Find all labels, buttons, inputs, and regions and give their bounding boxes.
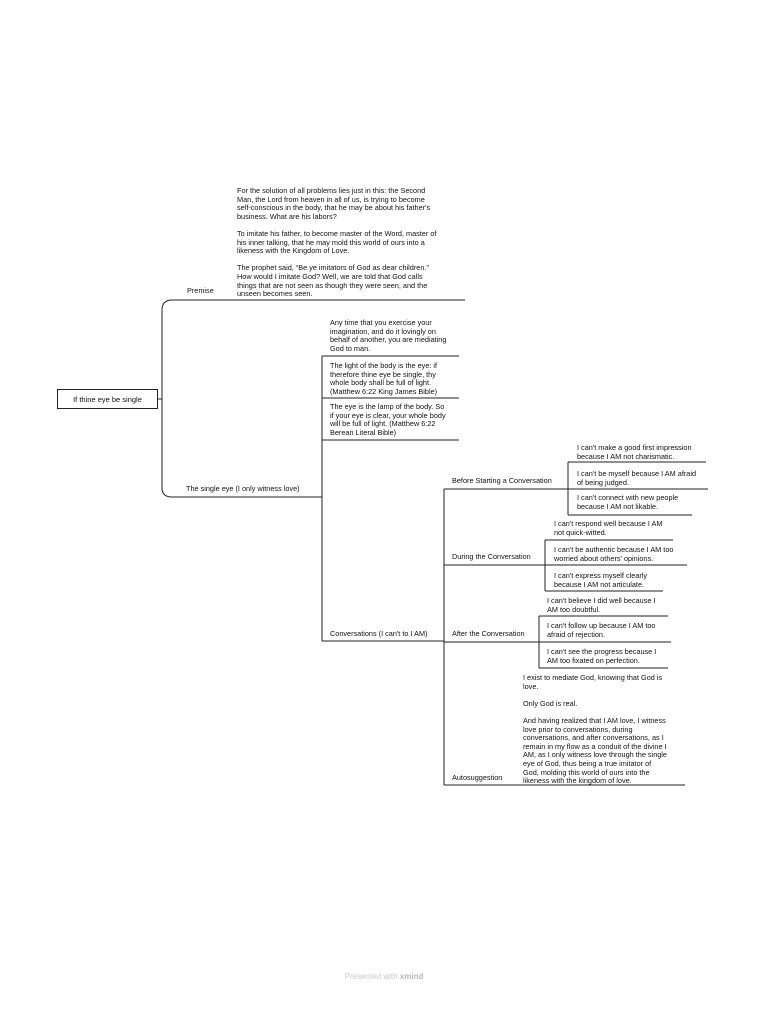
during-item-2[interactable]: I can't be authentic because I AM too wo…	[554, 545, 674, 563]
xmind-logo: xmind	[399, 972, 424, 981]
during-conversation-topic[interactable]: During the Conversation	[452, 552, 531, 561]
single-eye-note-1: Any time that you exercise your imaginat…	[330, 318, 447, 353]
before-conversation-topic[interactable]: Before Starting a Conversation	[452, 476, 552, 485]
after-item-1[interactable]: I can't believe I did well because I AM …	[547, 596, 656, 614]
conversations-topic[interactable]: Conversations (I can't to I AM)	[330, 629, 428, 638]
during-item-3[interactable]: I can't express myself clearly because I…	[554, 571, 648, 589]
autosuggestion-topic[interactable]: Autosuggestion	[452, 773, 503, 782]
presented-with-footer: Presented with xmind	[0, 972, 768, 981]
premise-topic[interactable]: Premise	[187, 286, 214, 295]
during-item-1[interactable]: I can't respond well because I AM not qu…	[554, 519, 663, 537]
before-item-3[interactable]: I can't connect with new people because …	[577, 493, 679, 511]
single-eye-topic[interactable]: The single eye (I only witness love)	[186, 484, 300, 493]
before-item-1[interactable]: I can't make a good first impression bec…	[577, 443, 692, 461]
autosuggestion-note: I exist to mediate God, knowing that God…	[523, 673, 667, 786]
before-item-2[interactable]: I can't be myself because I AM afraid of…	[577, 469, 697, 487]
root-topic[interactable]: If thine eye be single	[57, 389, 158, 409]
premise-note: For the solution of all problems lies ju…	[237, 186, 437, 299]
footer-prefix: Presented with	[344, 972, 400, 981]
after-item-3[interactable]: I can't see the progress because I AM to…	[547, 647, 657, 665]
single-eye-note-2: The light of the body is the eye: if the…	[330, 361, 438, 396]
single-eye-note-3: The eye is the lamp of the body. So if y…	[330, 402, 446, 437]
root-topic-label: If thine eye be single	[73, 394, 142, 404]
after-conversation-topic[interactable]: After the Conversation	[452, 629, 525, 638]
after-item-2[interactable]: I can't follow up because I AM too afrai…	[547, 621, 656, 639]
